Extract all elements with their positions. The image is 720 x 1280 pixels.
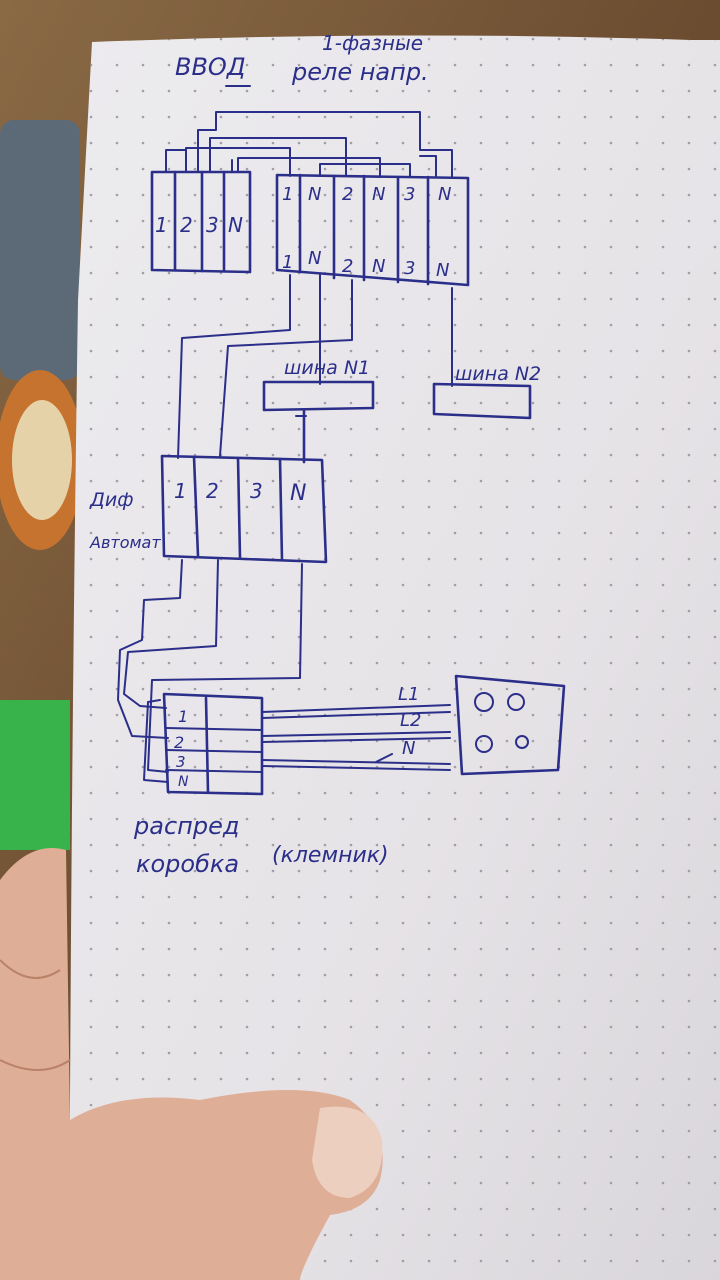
- outlet: [454, 674, 566, 776]
- input-terminal-2: 2: [180, 213, 193, 237]
- relay-bottom-n2: N: [372, 256, 385, 277]
- outlet-line-l2: L2: [400, 710, 421, 731]
- box-terminal-3: 3: [176, 753, 186, 771]
- relay-bottom-n3: N: [436, 260, 449, 281]
- relay-top-3: 3: [404, 184, 415, 205]
- outlet-socket-4: [515, 735, 529, 749]
- input-terminal-3: 3: [206, 213, 219, 237]
- relay-bottom-3: 3: [404, 258, 415, 279]
- background-green-object: [0, 700, 70, 850]
- relay-top-n3: N: [438, 184, 451, 205]
- busbar-1: шина N1: [262, 357, 375, 412]
- hand: [0, 848, 383, 1280]
- relay-to-rcd-wiring: [177, 274, 453, 464]
- rcd-to-box-wiring: [117, 559, 303, 783]
- input-terminal-1: 1: [155, 213, 168, 237]
- relay-bottom-1: 1: [282, 252, 293, 273]
- title-relays: реле напр.: [291, 58, 429, 86]
- box-terminal-2: 2: [174, 733, 184, 752]
- background-pot-inner: [12, 400, 72, 520]
- rcd-label-line1: Диф: [89, 489, 133, 511]
- input-terminal-n: N: [228, 213, 243, 237]
- rcd-terminal-n: N: [290, 481, 306, 506]
- outlet-socket-1: [474, 692, 494, 712]
- outlet-line-n: N: [402, 738, 415, 759]
- rcd-terminal-1: 1: [174, 479, 187, 503]
- relay-top-n1: N: [308, 184, 321, 205]
- box-terminal-n: N: [178, 774, 189, 790]
- relay-bottom-n1: N: [308, 248, 321, 269]
- title-phases-note: 1-фазные: [322, 31, 423, 55]
- busbar-2: шина N2: [432, 363, 541, 420]
- box-terminal-1: 1: [178, 707, 188, 726]
- relay-block: 1 N 2 N 3 N 1 N 2 N 3 N: [275, 173, 470, 287]
- junction-box: 1 2 3 N распред коробка (клемник): [133, 692, 389, 878]
- outlet-line-l1: L1: [398, 684, 419, 705]
- box-label-line2: коробка: [136, 850, 239, 878]
- input-block: 1 2 3 N: [150, 170, 252, 274]
- rcd-terminal-3: 3: [250, 479, 263, 503]
- rcd-label-line2: Автомат: [89, 533, 161, 552]
- busbar-2-label: шина N2: [455, 363, 541, 385]
- relay-bottom-2: 2: [342, 256, 353, 277]
- relay-top-n2: N: [372, 184, 385, 205]
- outlet-lines: L1 L2 N: [261, 684, 451, 771]
- rcd-block: 1 2 3 N Диф Автомат: [89, 454, 328, 564]
- background-bucket: [0, 120, 80, 380]
- busbar-1-label: шина N1: [284, 357, 370, 379]
- box-label-line1: распред: [133, 812, 239, 840]
- outlet-socket-3: [475, 735, 493, 753]
- relay-top-1: 1: [282, 184, 293, 205]
- relay-top-2: 2: [342, 184, 353, 205]
- top-wiring: [165, 111, 453, 179]
- rcd-terminal-2: 2: [206, 479, 219, 503]
- outlet-socket-2: [507, 693, 525, 711]
- thumbnail: [312, 1106, 383, 1198]
- title-vvoda: ВВОД: [175, 53, 246, 81]
- box-label-note: (клемник): [272, 843, 389, 868]
